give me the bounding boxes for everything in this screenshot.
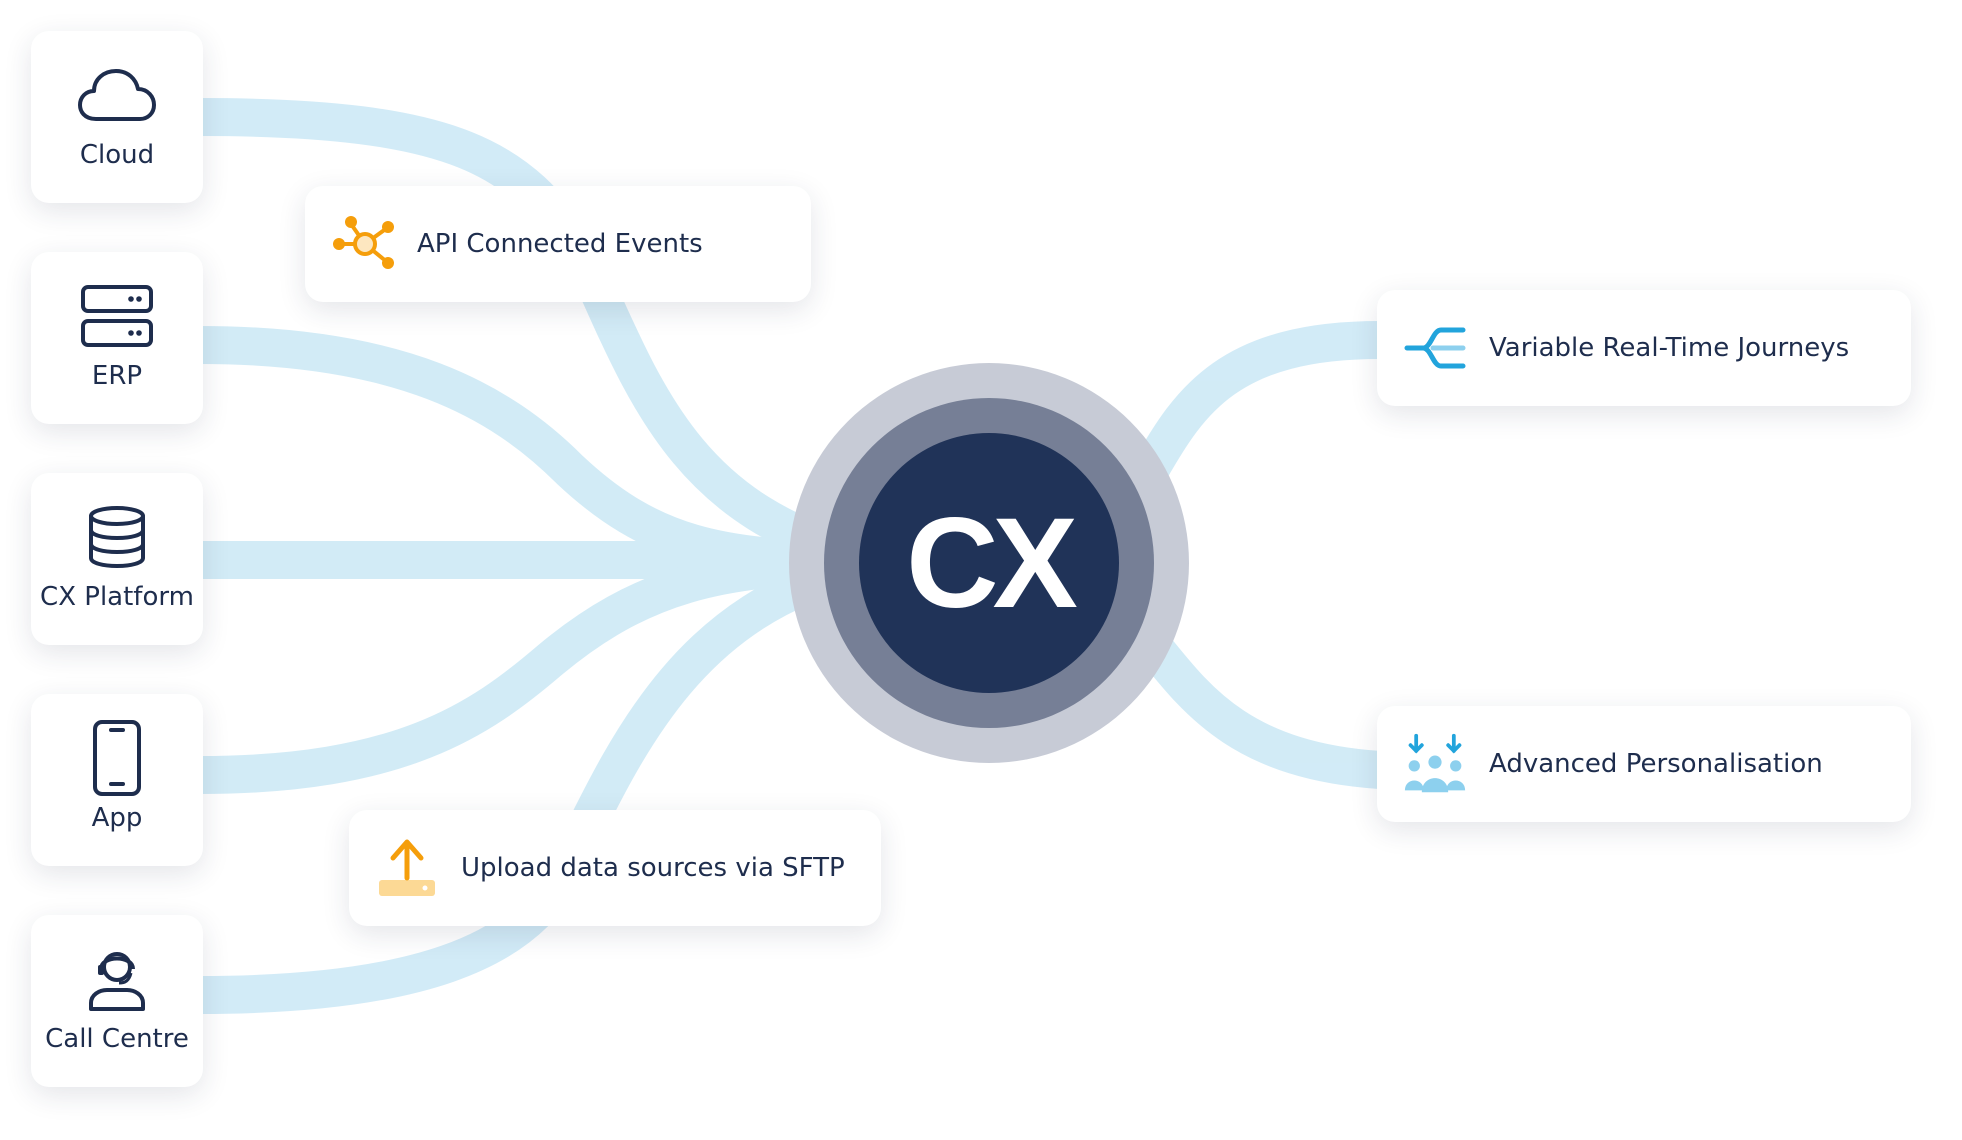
feature-card-sftp-upload: Upload data sources via SFTP: [349, 810, 881, 926]
feature-label: Advanced Personalisation: [1489, 749, 1823, 779]
mobile-phone-icon: [77, 720, 157, 796]
source-card-app: App: [31, 694, 203, 866]
source-label: Cloud: [79, 140, 155, 170]
server-icon: [77, 285, 157, 347]
network-nodes-icon: [331, 212, 395, 276]
source-label: App: [91, 803, 143, 833]
database-icon: [77, 506, 157, 568]
source-card-cx-platform: CX Platform: [31, 473, 203, 645]
source-label: ERP: [91, 361, 143, 391]
feature-label: Upload data sources via SFTP: [461, 853, 845, 883]
source-card-call-centre: Call Centre: [31, 915, 203, 1087]
cloud-icon: [77, 64, 157, 126]
people-group-icon: [1403, 732, 1467, 796]
source-label: Call Centre: [45, 1024, 189, 1054]
feature-label: API Connected Events: [417, 229, 703, 259]
branching-paths-icon: [1403, 316, 1467, 380]
feature-card-real-time-journeys: Variable Real-Time Journeys: [1377, 290, 1911, 406]
source-card-erp: ERP: [31, 252, 203, 424]
upload-arrow-icon: [375, 836, 439, 900]
source-label: CX Platform: [40, 582, 194, 612]
flow-line-app: [181, 546, 879, 794]
headset-agent-icon: [77, 948, 157, 1011]
cx-hub: CX: [859, 433, 1119, 693]
feature-card-personalisation: Advanced Personalisation: [1377, 706, 1911, 822]
feature-label: Variable Real-Time Journeys: [1489, 333, 1850, 363]
source-card-cloud: Cloud: [31, 31, 203, 203]
cx-logo: CX: [906, 491, 1078, 635]
feature-card-api-events: API Connected Events: [305, 186, 811, 302]
